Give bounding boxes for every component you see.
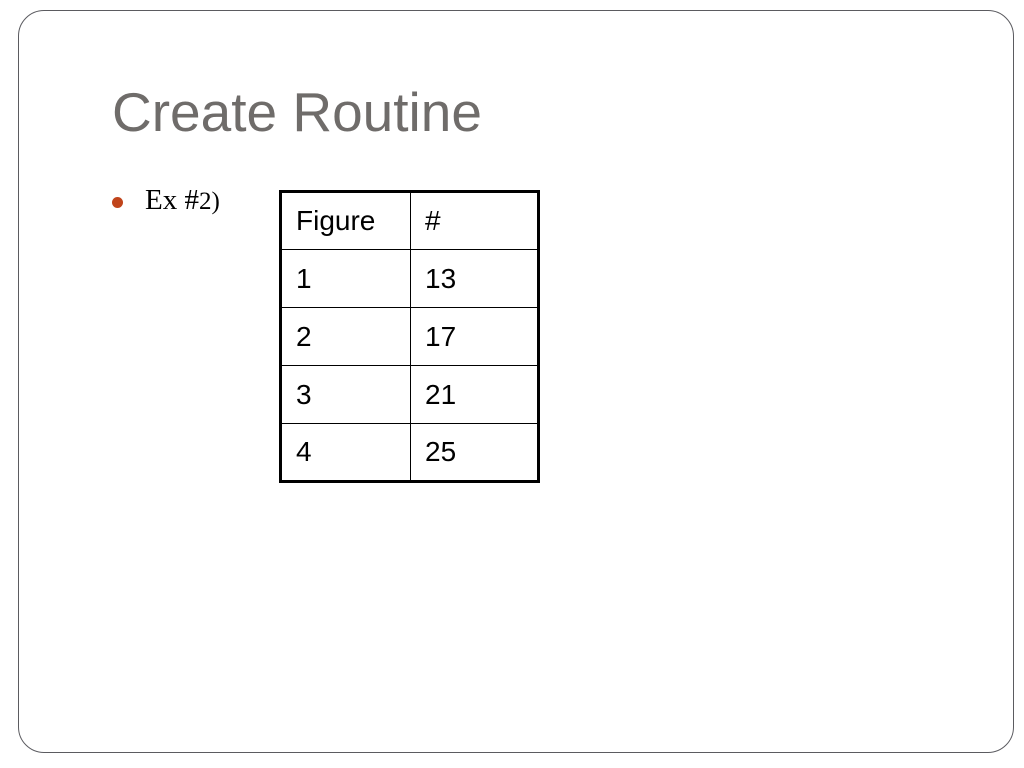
table-row: 1 13 bbox=[280, 249, 539, 308]
table-cell-count: 17 bbox=[410, 307, 539, 366]
table-cell-figure: 3 bbox=[280, 365, 411, 424]
table-row: 4 25 bbox=[280, 423, 539, 482]
bullet-label-lead: Ex # bbox=[145, 184, 199, 216]
bullet-label-tail: 2) bbox=[198, 188, 220, 215]
table-cell-count: 21 bbox=[410, 365, 539, 424]
bullet-item-label: Ex #2) bbox=[145, 186, 220, 215]
table-header-row: Figure # bbox=[280, 191, 539, 250]
table-cell-figure: 1 bbox=[280, 249, 411, 308]
figure-count-table: Figure # 1 13 2 17 3 21 4 25 bbox=[279, 190, 540, 483]
bullet-list-item: Ex #2) bbox=[112, 186, 220, 215]
table-header-cell-count: # bbox=[410, 191, 539, 250]
table-cell-count: 13 bbox=[410, 249, 539, 308]
table-header-cell-figure: Figure bbox=[280, 191, 411, 250]
table-row: 2 17 bbox=[280, 307, 539, 366]
table-cell-count: 25 bbox=[410, 423, 539, 482]
table-cell-figure: 2 bbox=[280, 307, 411, 366]
table-cell-figure: 4 bbox=[280, 423, 411, 482]
page-title: Create Routine bbox=[112, 81, 482, 143]
bullet-dot-icon bbox=[112, 197, 123, 208]
table-row: 3 21 bbox=[280, 365, 539, 424]
